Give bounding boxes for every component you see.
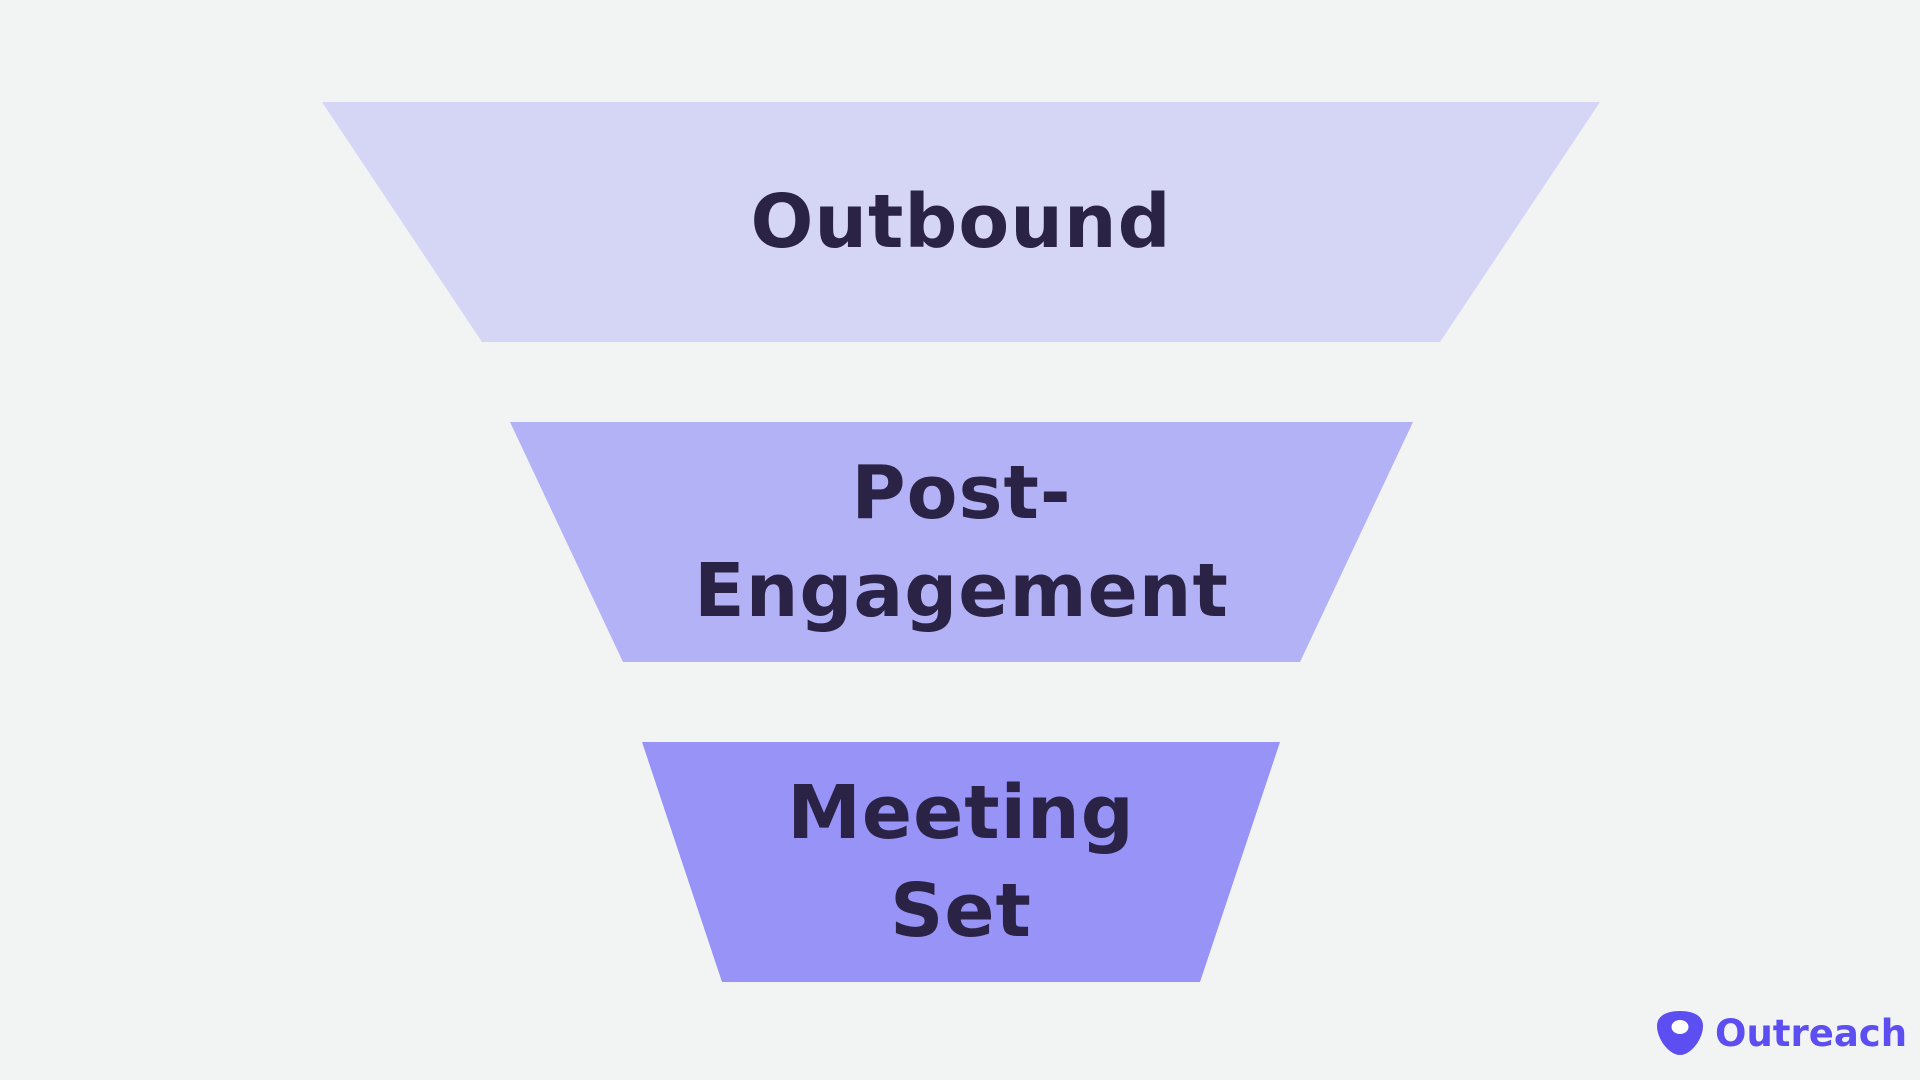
stage-label: Meeting Set xyxy=(787,764,1134,960)
stage-label-line: Meeting xyxy=(787,770,1135,856)
outreach-logo-icon xyxy=(1657,1011,1703,1055)
stage-label: Post- Engagement xyxy=(694,444,1229,640)
stage-label: Outbound xyxy=(750,173,1171,271)
stage-label-line: Engagement xyxy=(694,548,1229,634)
outreach-logo-text: Outreach xyxy=(1715,1011,1908,1055)
funnel-stage-shape xyxy=(510,422,1413,662)
stage-label-line: Outbound xyxy=(750,179,1172,265)
funnel-stage-shape xyxy=(642,742,1280,982)
funnel-stage-outbound: Outbound xyxy=(322,102,1600,342)
funnel-stage-post-engagement: Post- Engagement xyxy=(510,422,1413,662)
outreach-logo: Outreach xyxy=(1655,1008,1907,1058)
stage-label-line: Set xyxy=(890,868,1032,954)
funnel-stage-meeting-set: Meeting Set xyxy=(642,742,1280,982)
stage-label-line: Post- xyxy=(851,450,1072,536)
funnel-stage-shape xyxy=(322,102,1600,342)
